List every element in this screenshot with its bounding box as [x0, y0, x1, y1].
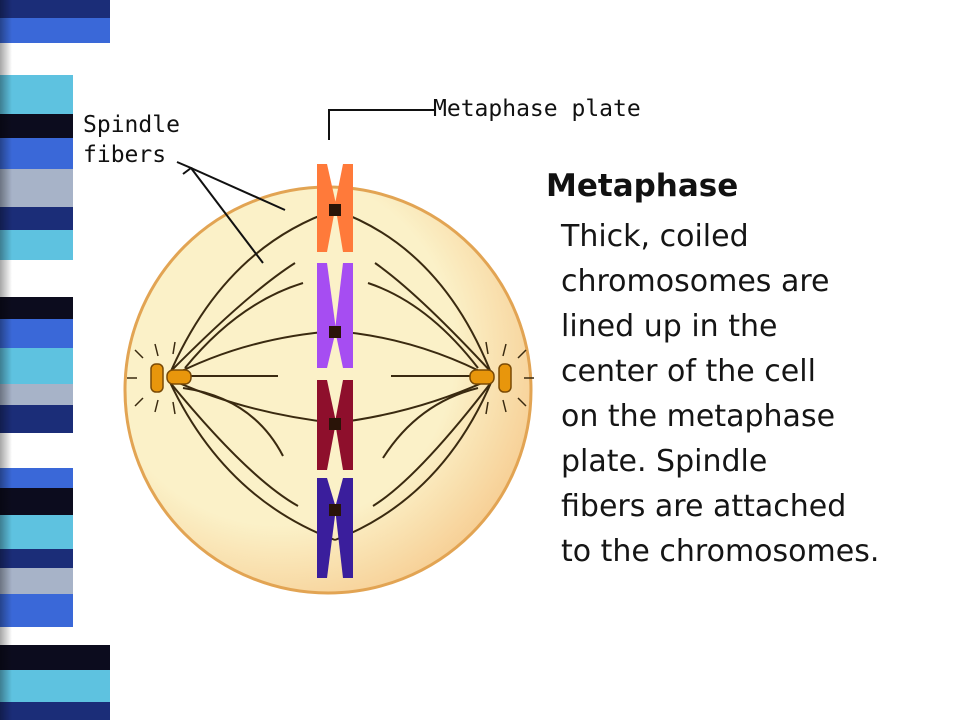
spindle-fiber [167, 209, 336, 379]
description-line: Thick, coiled [561, 219, 749, 254]
metaphase-diagram [123, 109, 534, 595]
chromosome-1 [317, 164, 353, 252]
metaphase-plate-label: Metaphase plate [433, 96, 641, 122]
spindle-fiber [184, 282, 304, 369]
spindle-fiber [372, 379, 494, 507]
spindle-fiber [334, 377, 494, 541]
spindle-fiber [334, 377, 494, 424]
description-line: fibers are attached [561, 489, 847, 524]
spindle-fiber [167, 262, 296, 375]
label-line: fibers [83, 142, 167, 168]
slide-stripe [0, 18, 110, 43]
spindle-fiber [334, 209, 494, 379]
chromosome-2 [317, 263, 353, 368]
chromosome-4 [317, 478, 353, 578]
slide-stripe [0, 645, 110, 670]
label-line: Spindle [83, 112, 180, 138]
label-leaders [176, 109, 435, 264]
spindle-fiber [367, 282, 479, 369]
description-line: center of the cell [561, 354, 816, 389]
spindle-fiber [382, 387, 479, 459]
spindle-fibers-leader [190, 167, 286, 211]
spindle-fibers [167, 209, 494, 541]
slide-edge-shadow [0, 0, 12, 720]
spindle-fiber [167, 377, 336, 424]
spindle-fiber [334, 330, 494, 379]
spindle-fiber [167, 377, 336, 541]
stage-description: Thick, coiled chromosomes are lined up i… [561, 214, 879, 574]
description-line: to the chromosomes. [561, 534, 880, 569]
metaphase-plate-leader [328, 109, 435, 140]
centriole-left [150, 363, 192, 393]
description-line: lined up in the [561, 309, 778, 344]
slide-stripe [0, 702, 110, 720]
spindle-fibers-label: Spindle fibers [83, 110, 180, 170]
spindle-fibers-leader [190, 167, 264, 264]
diagram-panel: Spindle fibers Metaphase plate Metaphase… [73, 58, 960, 640]
spindle-fiber [374, 262, 494, 375]
stage-title: Metaphase [546, 168, 739, 204]
spindle-fiber [167, 379, 299, 507]
chromosome-3 [317, 380, 353, 470]
description-line: on the metaphase [561, 399, 836, 434]
description-line: plate. Spindle [561, 444, 768, 479]
spindle-fiber [182, 387, 284, 457]
slide-stripe [0, 670, 110, 702]
aster-rays [127, 341, 534, 415]
slide-stripe [0, 0, 110, 18]
centriole-right [469, 363, 512, 393]
description-line: chromosomes are [561, 264, 830, 299]
spindle-fiber [167, 330, 336, 379]
